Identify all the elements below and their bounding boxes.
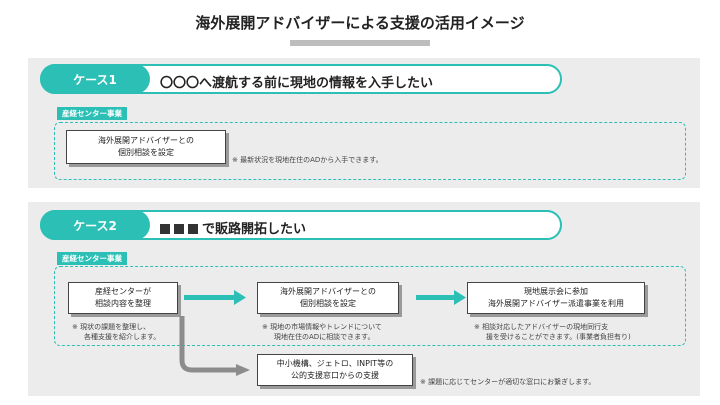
step4-box: 中小機構、ジェトロ、INPIT等の 公的支援窓口からの支援 (257, 354, 413, 386)
case2-title-text: で販路開拓したい (202, 222, 307, 237)
step2-line1: 海外展開アドバイザーとの (280, 287, 376, 296)
step1-box: 産経センターが 相談内容を整理 (68, 282, 178, 314)
redacted-square-icon (174, 224, 184, 234)
step4-line1: 中小機構、ジェトロ、INPIT等の (276, 359, 394, 368)
case1-label: ケース1 (40, 64, 150, 94)
step3-box: 現地展示会に参加 海外展開アドバイザー派遣事業を利用 (467, 282, 645, 314)
arrow-step2-to-step3 (416, 290, 466, 305)
step1-note-line1: ※ 現状の課題を整理し、 (72, 323, 151, 331)
step2-note: ※ 現地の市場情報やトレンドについて 現地在住のADに相談できます。 (262, 322, 382, 342)
step2-note-line2: 現地在住のADに相談できます。 (274, 333, 375, 341)
step4-note: ※ 課題に応じてセンターが適切な窓口にお繋ぎします。 (420, 378, 596, 386)
arrow-step1-to-step2 (184, 290, 246, 305)
step1-line1: 産経センターが (95, 287, 151, 296)
step3-line1: 現地展示会に参加 (524, 287, 588, 296)
case1-consult-box: 海外展開アドバイザーとの 個別相談を設定 (66, 130, 226, 164)
case2-dashed-frame (54, 266, 686, 346)
step3-note-line1: ※ 相談対応したアドバイザーの現地同行支 (474, 323, 609, 331)
case1-title: 〇〇〇へ渡航する前に現地の情報を入手したい (160, 76, 434, 91)
case1-box-line2: 個別相談を設定 (118, 148, 174, 157)
title-underline (290, 40, 430, 46)
step1-line2: 相談内容を整理 (95, 299, 151, 308)
step3-line2: 海外展開アドバイザー派遣事業を利用 (488, 299, 624, 308)
case1-dashed-frame (54, 122, 686, 180)
step3-note-line2: 援を受けることができます。(事業者負担有り) (486, 333, 631, 341)
step4-line2: 公的支援窓口からの支援 (291, 371, 379, 380)
step2-note-line1: ※ 現地の市場情報やトレンドについて (262, 323, 382, 331)
case2-label: ケース2 (40, 210, 150, 240)
step1-note: ※ 現状の課題を整理し、 各種支援を紹介します。 (72, 322, 160, 342)
step2-box: 海外展開アドバイザーとの 個別相談を設定 (257, 282, 399, 314)
case1-box-line1: 海外展開アドバイザーとの (98, 136, 194, 145)
step3-note: ※ 相談対応したアドバイザーの現地同行支 援を受けることができます。(事業者負担… (474, 322, 631, 342)
redacted-square-icon (188, 224, 198, 234)
case1-category-tag: 産経センター事業 (57, 107, 127, 120)
page-title: 海外展開アドバイザーによる支援の活用イメージ (195, 14, 525, 32)
arrow-step1-to-step4 (179, 316, 250, 376)
step1-note-line2: 各種支援を紹介します。 (84, 333, 161, 341)
case2-category-tag: 産経センター事業 (57, 252, 127, 265)
case1-note: ※ 最新状況を現地在住のADから入手できます。 (232, 156, 383, 164)
step2-line2: 個別相談を設定 (300, 299, 356, 308)
redacted-square-icon (160, 224, 170, 234)
case2-title: で販路開拓したい (160, 218, 306, 237)
